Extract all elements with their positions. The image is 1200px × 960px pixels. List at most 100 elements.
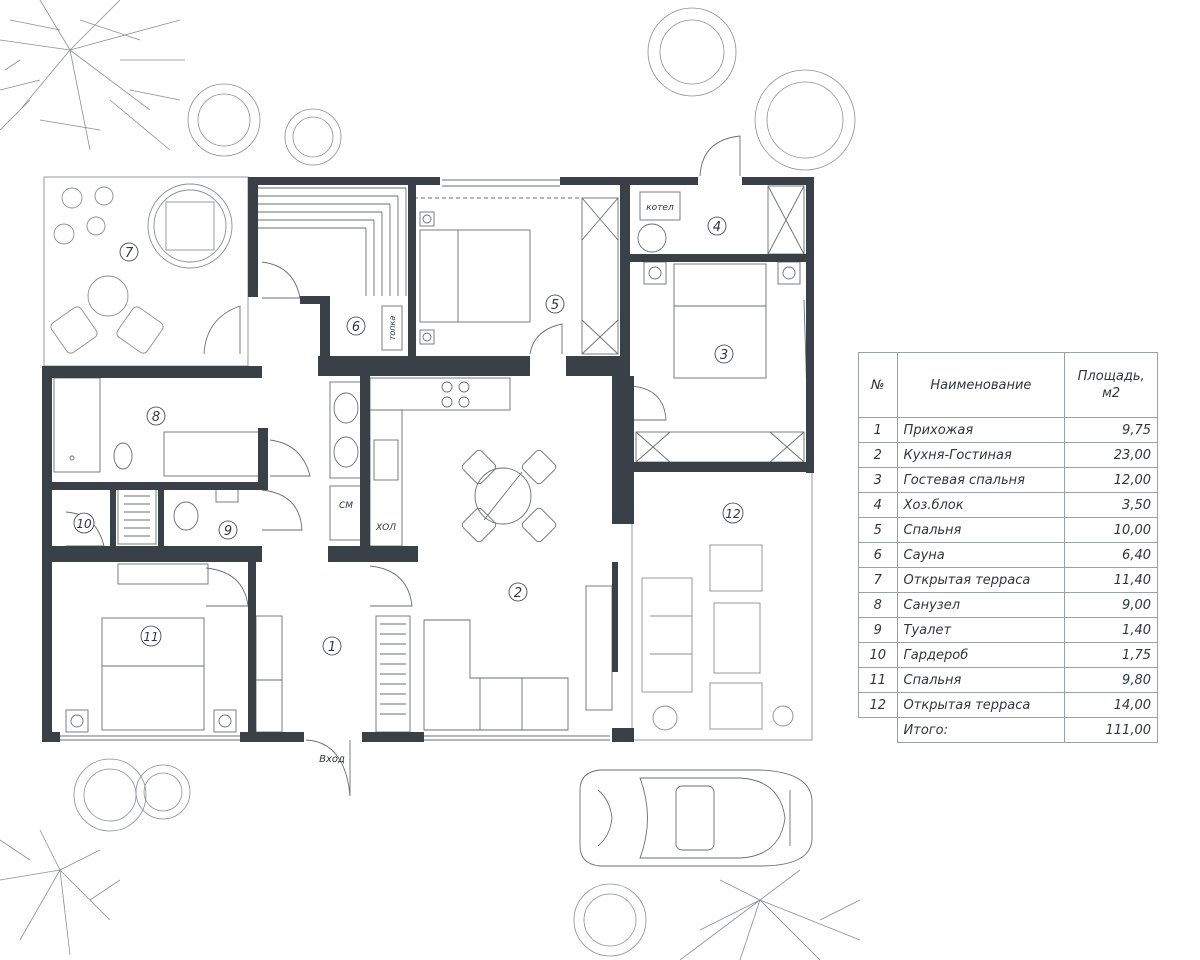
row-name: Санузел <box>896 592 1066 618</box>
row-area: 1,40 <box>1064 617 1158 643</box>
row-area: 6,40 <box>1064 542 1158 568</box>
room-4-label: 4 <box>707 216 727 236</box>
room-12-label: 12 <box>722 502 744 524</box>
room-6-label: 6 <box>346 316 366 336</box>
row-num: 9 <box>858 617 898 643</box>
row-num: 11 <box>858 667 898 693</box>
total-label: Итого: <box>896 717 1066 743</box>
row-area: 11,40 <box>1064 567 1158 593</box>
svg-text:8: 8 <box>152 410 160 425</box>
row-area: 10,00 <box>1064 517 1158 543</box>
row-num: 12 <box>858 692 898 718</box>
stove-label: топка <box>388 316 397 341</box>
row-name: Сауна <box>896 542 1066 568</box>
legend-header-area: Площадь, м2 <box>1064 352 1158 418</box>
row-area: 23,00 <box>1064 442 1158 468</box>
row-area: 14,00 <box>1064 692 1158 718</box>
svg-text:10: 10 <box>76 517 92 531</box>
room-3-label: 3 <box>714 344 734 364</box>
total-empty <box>858 717 898 743</box>
row-num: 10 <box>858 642 898 668</box>
room-1-label: 1 <box>322 636 342 656</box>
row-area: 1,75 <box>1064 642 1158 668</box>
row-name: Гостевая спальня <box>896 467 1066 493</box>
legend-header-row: № Наименование Площадь, м2 <box>858 352 1158 418</box>
room-2-label: 2 <box>508 582 528 602</box>
row-name: Кухня-Гостиная <box>896 442 1066 468</box>
room-8-label: 8 <box>146 406 166 426</box>
svg-text:3: 3 <box>720 348 728 363</box>
svg-text:11: 11 <box>143 630 158 644</box>
entrance-label: Вход <box>319 754 345 765</box>
room-5-label: 5 <box>545 294 565 314</box>
row-num: 4 <box>858 492 898 518</box>
room-10-label: 10 <box>73 512 95 534</box>
row-num: 5 <box>858 517 898 543</box>
total-row: Итого:111,00 <box>858 717 1158 743</box>
terrace-12 <box>631 469 813 741</box>
svg-text:6: 6 <box>352 320 360 335</box>
car-icon <box>579 769 813 867</box>
tree-bottom-right-icon <box>679 869 861 960</box>
boiler-label: котел <box>646 203 674 213</box>
row-name: Туалет <box>896 617 1066 643</box>
row-name: Открытая терраса <box>896 567 1066 593</box>
row-area: 12,00 <box>1064 467 1158 493</box>
row-name: Спальня <box>896 667 1066 693</box>
svg-text:5: 5 <box>551 298 559 313</box>
interior-lines <box>45 135 809 797</box>
row-area: 9,80 <box>1064 667 1158 693</box>
room-7-label: 7 <box>119 242 139 262</box>
svg-text:2: 2 <box>514 586 522 601</box>
fridge-label: ХОЛ <box>375 523 396 533</box>
room-11-label: 11 <box>140 625 162 647</box>
legend-header-name: Наименование <box>896 352 1066 418</box>
room-9-label: 9 <box>218 520 238 540</box>
tree-bush-icon <box>73 7 856 957</box>
row-area: 9,00 <box>1064 592 1158 618</box>
row-name: Хоз.блок <box>896 492 1066 518</box>
row-name: Спальня <box>896 517 1066 543</box>
row-area: 9,75 <box>1064 417 1158 443</box>
row-num: 2 <box>858 442 898 468</box>
svg-text:7: 7 <box>125 246 134 261</box>
row-num: 8 <box>858 592 898 618</box>
terrace-7 <box>43 176 249 367</box>
row-name: Гардероб <box>896 642 1066 668</box>
row-area: 3,50 <box>1064 492 1158 518</box>
row-name: Прихожая <box>896 417 1066 443</box>
row-num: 1 <box>858 417 898 443</box>
svg-text:4: 4 <box>713 220 721 235</box>
legend-header-num: № <box>858 352 898 418</box>
row-name: Открытая терраса <box>896 692 1066 718</box>
tree-top-left-icon <box>0 0 185 151</box>
svg-text:12: 12 <box>725 507 740 521</box>
room-numbers: 1 2 3 4 5 6 7 8 9 10 11 12 <box>73 216 744 656</box>
svg-text:9: 9 <box>224 524 232 539</box>
row-num: 7 <box>858 567 898 593</box>
total-area: 111,00 <box>1064 717 1158 743</box>
walls <box>42 177 814 742</box>
landscape <box>0 0 861 960</box>
tree-bottom-left-icon <box>0 829 121 956</box>
plant-icon <box>53 186 114 245</box>
row-num: 6 <box>858 542 898 568</box>
svg-text:1: 1 <box>328 640 336 655</box>
row-num: 3 <box>858 467 898 493</box>
washer-label: СМ <box>339 501 353 511</box>
